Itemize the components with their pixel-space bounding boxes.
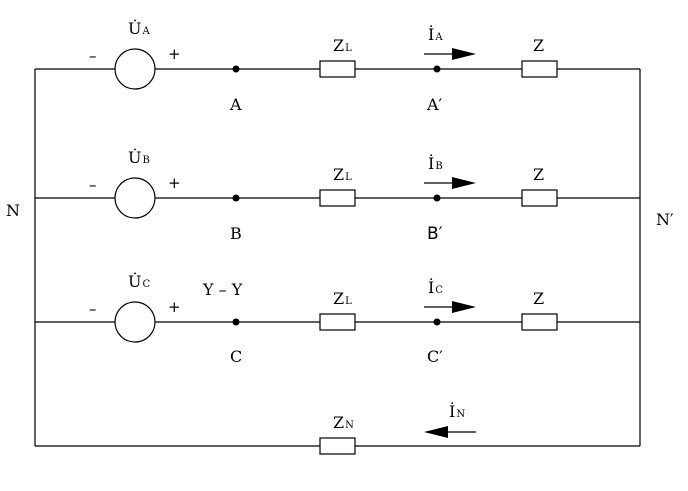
source-b-minus: – bbox=[89, 176, 97, 194]
current-a-label: İA bbox=[428, 24, 443, 44]
node-n-prime-label: N′ bbox=[656, 210, 674, 229]
node-a-prime-dot bbox=[433, 65, 441, 73]
load-impedance-c-label: Z bbox=[533, 289, 544, 308]
load-impedance-c bbox=[521, 313, 558, 331]
neutral-impedance bbox=[319, 437, 356, 455]
source-b-label: U̇B bbox=[128, 148, 150, 167]
line-impedance-b bbox=[319, 189, 356, 207]
node-n-label: N bbox=[6, 201, 20, 220]
source-c-symbol bbox=[114, 301, 156, 343]
current-arrow-n bbox=[424, 426, 476, 438]
node-b-prime-dot bbox=[433, 194, 441, 202]
source-b-plus: + bbox=[168, 174, 181, 192]
source-a-symbol bbox=[114, 48, 156, 90]
current-arrow-c bbox=[424, 301, 476, 313]
current-b-label: İB bbox=[428, 153, 443, 173]
current-arrow-b bbox=[424, 177, 476, 189]
node-c-dot bbox=[232, 318, 240, 326]
source-a-minus: – bbox=[89, 47, 97, 65]
node-c-label: C bbox=[230, 347, 242, 366]
line-impedance-b-label: ZL bbox=[333, 165, 352, 184]
node-c-prime-label: C′ bbox=[427, 347, 443, 366]
source-b-symbol bbox=[114, 177, 156, 219]
line-impedance-a-label: ZL bbox=[333, 36, 352, 55]
connection-type-label: Y – Y bbox=[202, 280, 243, 299]
line-impedance-c-label: ZL bbox=[333, 289, 352, 308]
node-a-prime-label: A′ bbox=[426, 95, 443, 114]
wires bbox=[34, 68, 641, 447]
source-c-minus: – bbox=[89, 300, 97, 318]
node-b-prime-label: B′ bbox=[427, 224, 443, 244]
current-n-label: İN bbox=[449, 401, 465, 421]
node-b-label: B bbox=[230, 224, 242, 243]
current-arrow-a bbox=[424, 48, 476, 60]
load-impedance-b-label: Z bbox=[533, 165, 544, 184]
source-c-label: U̇C bbox=[128, 272, 150, 291]
line-impedance-c bbox=[319, 313, 356, 331]
node-a-dot bbox=[232, 65, 240, 73]
source-c-plus: + bbox=[168, 298, 181, 316]
load-impedance-b bbox=[521, 189, 558, 207]
node-b-dot bbox=[232, 194, 240, 202]
node-c-prime-dot bbox=[433, 318, 441, 326]
line-impedance-a bbox=[319, 60, 356, 78]
node-a-label: A bbox=[229, 95, 242, 114]
current-c-label: İC bbox=[428, 277, 443, 297]
load-impedance-a bbox=[521, 60, 558, 78]
source-a-label: U̇A bbox=[128, 19, 150, 38]
neutral-impedance-label: ZN bbox=[333, 413, 354, 432]
load-impedance-a-label: Z bbox=[533, 36, 544, 55]
source-a-plus: + bbox=[168, 45, 181, 63]
